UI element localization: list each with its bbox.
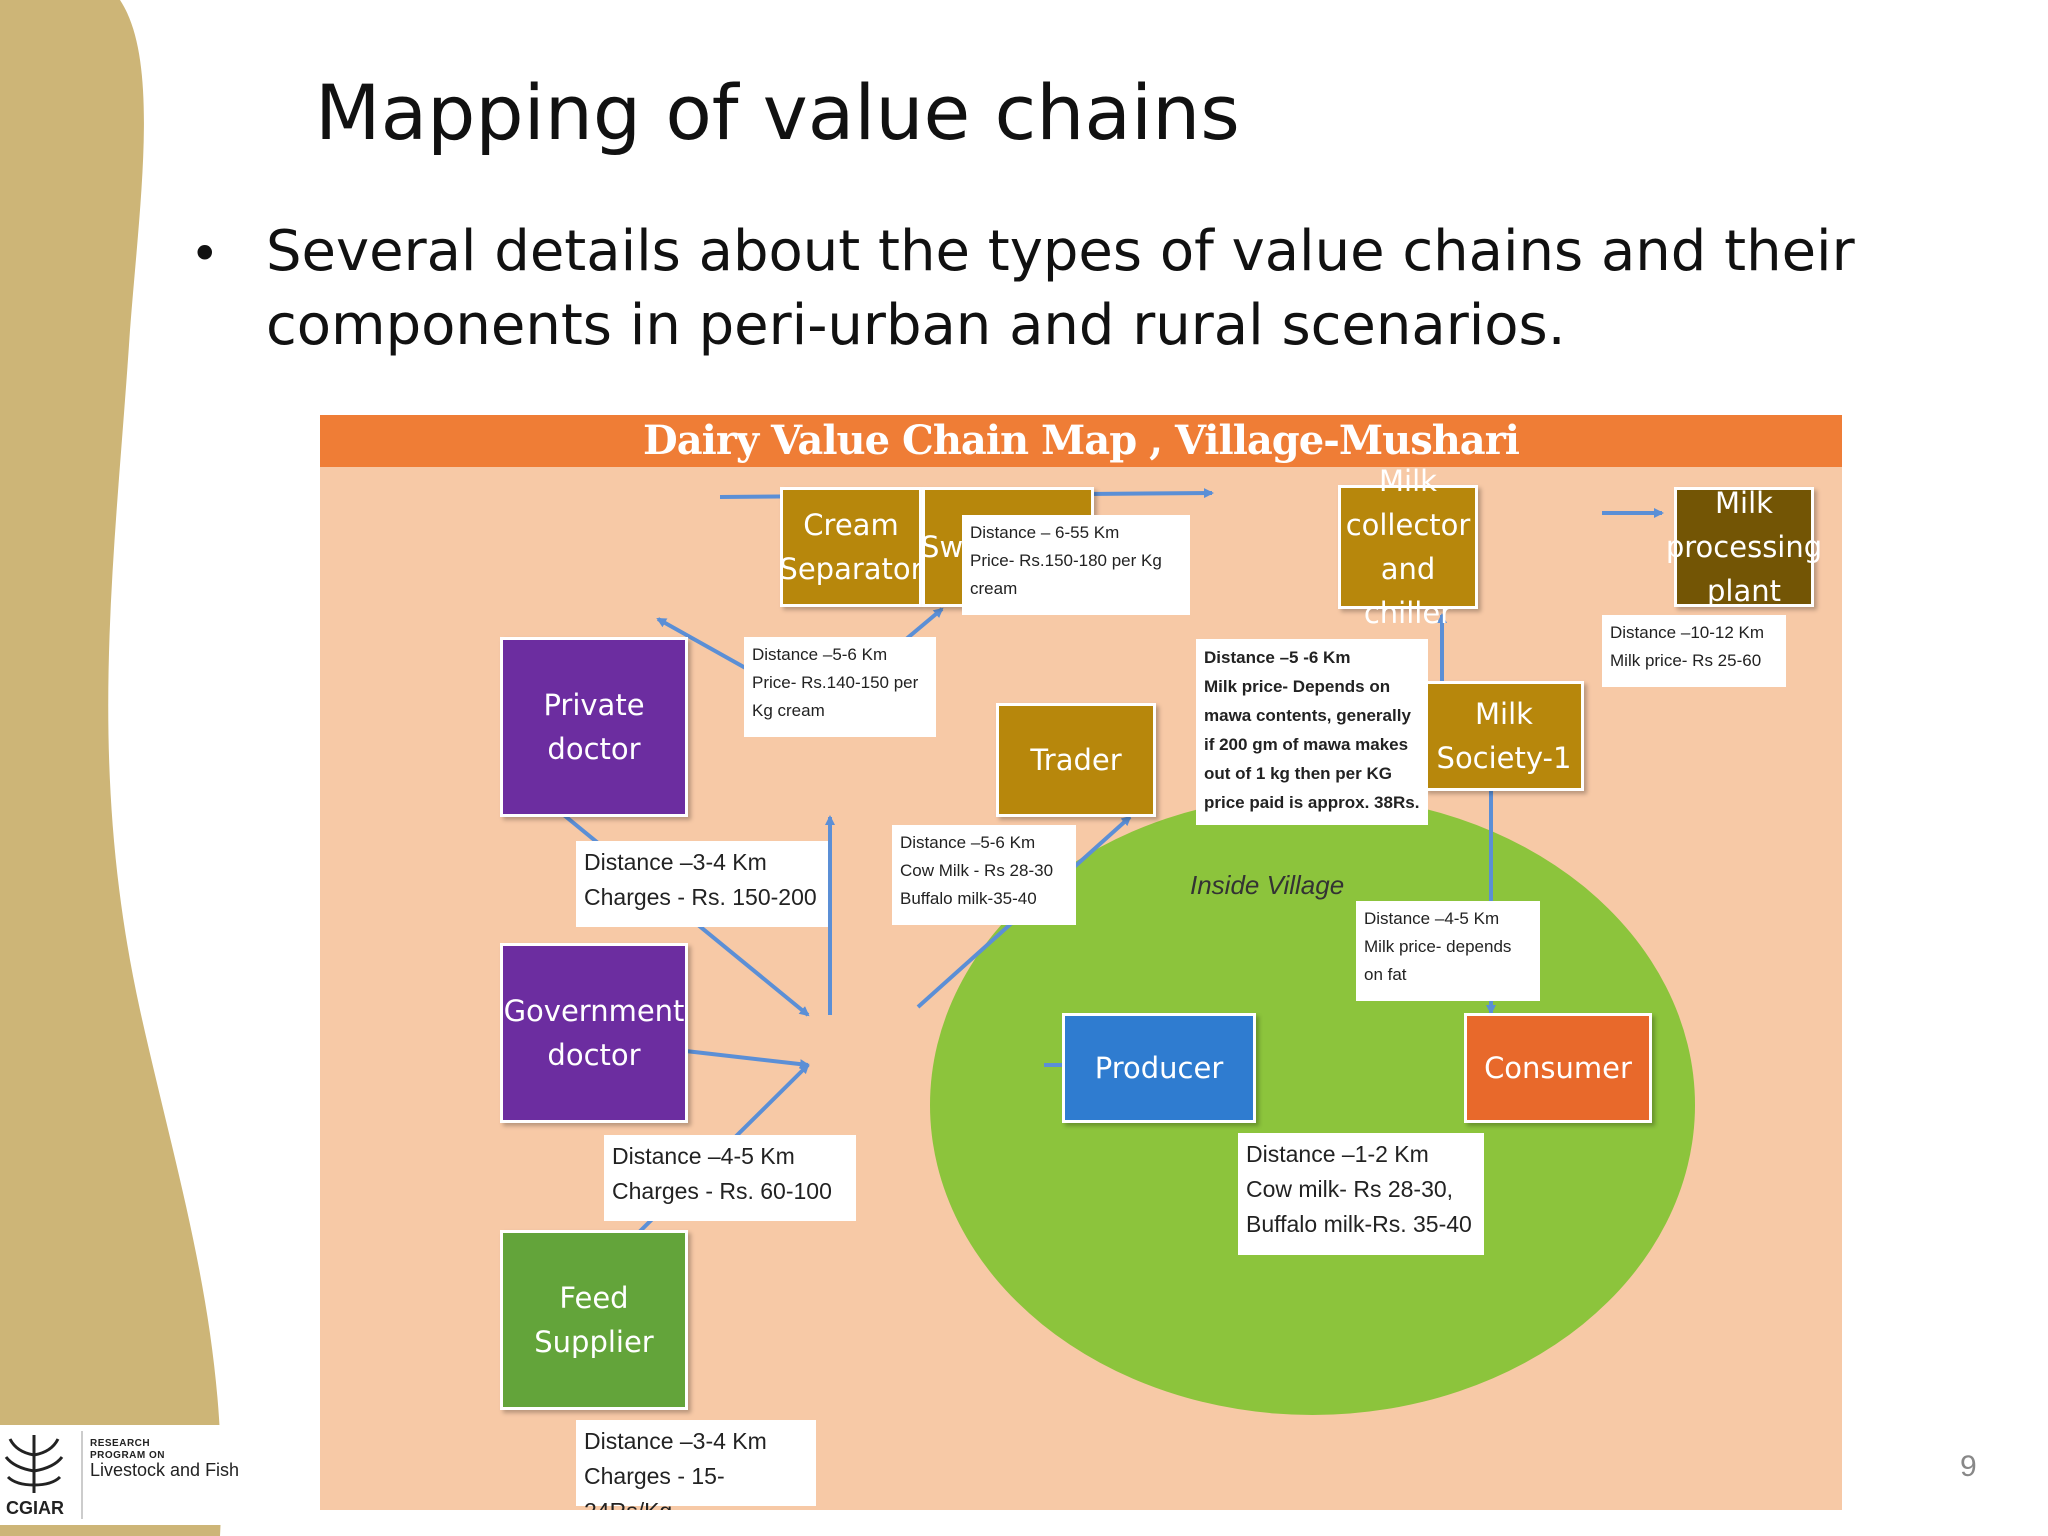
label-line: if 200 gm of mawa makes: [1204, 735, 1409, 754]
label-line: Cow Milk - Rs 28-30: [900, 861, 1054, 880]
node-text: Producer: [1094, 1051, 1224, 1085]
label-line: Buffalo milk-35-40: [900, 889, 1037, 908]
node-government-doctor: Government doctor: [500, 943, 688, 1123]
label-producer-to-society: Distance –4-5 Km Milk price- depends on fa…: [1356, 901, 1540, 1001]
slide-title: Mapping of value chains: [315, 68, 1240, 157]
label-line: out of 1 kg then per KG: [1204, 764, 1392, 783]
node-text: Cream: [803, 508, 899, 542]
node-text: Consumer: [1484, 1051, 1632, 1085]
label-line: Charges - Rs. 150-200: [584, 884, 817, 910]
node-producer: Producer: [1062, 1013, 1256, 1123]
label-trader-to-sweetshops: Distance –5 -6 Km Milk price- Depends on m…: [1196, 639, 1428, 825]
node-text: Private: [543, 688, 645, 722]
node-text: doctor: [547, 1038, 641, 1072]
label-line: Charges - Rs. 60-100: [612, 1178, 832, 1204]
label-feed-supplier-charges: Distance –3-4 Km Charges - 15-24Rs/Kg: [576, 1420, 816, 1510]
node-trader: Trader: [996, 703, 1156, 817]
bullet-text: Several details about the types of value…: [266, 219, 1855, 358]
dairy-value-chain-diagram: Dairy Value Chain Map , Village-Mushari …: [320, 415, 1842, 1510]
label-trader-to-cream: Distance –5-6 Km Price- Rs.140-150 per Kg …: [744, 637, 936, 737]
label-line: Milk price- depends: [1364, 937, 1512, 956]
node-text: plant: [1707, 574, 1781, 608]
node-text: Trader: [1030, 743, 1122, 777]
logo-program-line1: RESEARCH PROGRAM ON: [90, 1438, 165, 1461]
label-producer-to-consumer: Distance –1-2 Km Cow milk- Rs 28-30, Buffa…: [1238, 1133, 1484, 1255]
label-line: Cow milk- Rs 28-30,: [1246, 1176, 1454, 1202]
diagram-banner: [320, 415, 1842, 467]
label-line: Milk price- Depends on: [1204, 677, 1391, 696]
label-private-doctor-charges: Distance –3-4 Km Charges - Rs. 150-200: [576, 841, 828, 927]
inside-village-label: Inside Village: [1190, 870, 1345, 900]
label-line: Price- Rs.150-180 per Kg: [970, 551, 1162, 570]
label-line: Distance –3-4 Km: [584, 849, 767, 875]
node-text: Supplier: [534, 1325, 654, 1359]
label-line: Charges - 15-24Rs/Kg: [584, 1463, 725, 1510]
node-milk-collector: Milk collector and chiller: [1338, 464, 1478, 630]
node-text: collector: [1345, 508, 1471, 542]
label-line: Distance –5-6 Km: [900, 833, 1036, 852]
label-line: Distance – 6-55 Km: [970, 523, 1120, 542]
label-line: Kg cream: [752, 701, 825, 720]
label-line: Distance –5 -6 Km: [1204, 648, 1351, 667]
label-line: Distance –5-6 Km: [752, 645, 888, 664]
label-collector-to-plant: Distance –10-12 Km Milk price- Rs 25-60: [1602, 615, 1786, 687]
node-text: Milk: [1715, 486, 1773, 520]
bullet-marker: •: [190, 225, 220, 283]
node-private-doctor: Private doctor: [500, 637, 688, 817]
label-line: Distance –1-2 Km: [1246, 1141, 1429, 1167]
label-line: Milk price- Rs 25-60: [1610, 651, 1762, 670]
label-line: cream: [970, 579, 1018, 598]
label-line: Distance –4-5 Km: [612, 1143, 795, 1169]
label-line: price paid is approx. 38Rs.: [1204, 793, 1420, 812]
label-line: on fat: [1364, 965, 1407, 984]
node-milk-processing-plant: Milk processing plant: [1666, 486, 1822, 608]
label-line: Distance –10-12 Km: [1610, 623, 1765, 642]
logo-cgiar-text: CGIAR: [6, 1498, 64, 1518]
node-text: Milk: [1475, 697, 1533, 731]
node-text: Milk: [1379, 464, 1437, 498]
label-cream-to-sweetshops: Distance – 6-55 Km Price- Rs.150-180 per …: [962, 515, 1190, 615]
wheat-icon: [4, 1435, 64, 1493]
page-number: 9: [1960, 1450, 1977, 1483]
cgiar-logo: [0, 1425, 240, 1525]
node-text: processing: [1665, 530, 1823, 564]
node-text: Feed: [559, 1281, 629, 1315]
node-text: doctor: [547, 732, 641, 766]
diagram-title: Dairy Value Chain Map , Village-Mushari: [643, 417, 1520, 464]
node-text: Separator: [779, 552, 923, 586]
label-line: Price- Rs.140-150 per: [752, 673, 919, 692]
node-text: Society-1: [1436, 741, 1572, 775]
node-text: and chiller: [1363, 552, 1453, 630]
label-line: mawa contents, generally: [1204, 706, 1411, 725]
logo-program-line2: Livestock and Fish: [90, 1460, 240, 1480]
node-text: Government: [503, 994, 685, 1028]
label-line: Distance –3-4 Km: [584, 1428, 767, 1454]
label-government-doctor-charges: Distance –4-5 Km Charges - Rs. 60-100: [604, 1135, 856, 1221]
label-line: Distance –4-5 Km: [1364, 909, 1500, 928]
label-line: Buffalo milk-Rs. 35-40: [1246, 1211, 1472, 1237]
node-consumer: Consumer: [1464, 1013, 1652, 1123]
